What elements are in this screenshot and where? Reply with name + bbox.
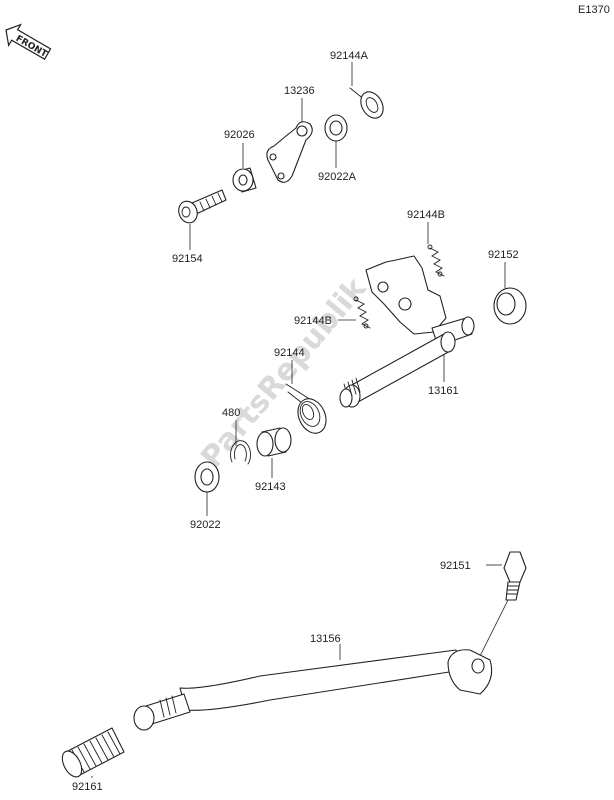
collar-92026	[232, 167, 257, 193]
label-92143: 92143	[255, 481, 286, 493]
diagram-code: E1370	[578, 4, 610, 16]
bushing-92143	[256, 427, 292, 457]
label-92144B-mid: 92144B	[294, 315, 332, 327]
washer-92022	[194, 461, 220, 493]
label-92151: 92151	[440, 560, 471, 572]
label-480: 480	[222, 407, 240, 419]
label-92022: 92022	[190, 519, 221, 531]
label-13236: 13236	[284, 85, 315, 97]
label-92022A: 92022A	[318, 171, 357, 183]
label-13156: 13156	[310, 633, 341, 645]
bolt-92154	[178, 189, 227, 224]
circlip-480	[230, 440, 251, 465]
front-arrow-icon: FRONT	[5, 23, 52, 60]
label-92154: 92154	[172, 253, 203, 265]
pedal-rubber-92161	[61, 727, 125, 778]
seal-92152	[493, 287, 527, 325]
label-92144: 92144	[274, 347, 305, 359]
label-13161: 13161	[428, 385, 459, 397]
shift-lever-13156	[133, 649, 493, 731]
label-92144B-top: 92144B	[407, 209, 445, 221]
spring-92144B-mid	[353, 296, 371, 329]
shift-shaft-13161	[339, 255, 475, 408]
lever-plate-13236	[266, 121, 313, 183]
washer-92022A	[324, 114, 348, 142]
label-92144A: 92144A	[330, 50, 369, 62]
label-92161: 92161	[72, 781, 103, 793]
spring-92144A	[349, 87, 384, 119]
torsion-spring-92144	[285, 383, 327, 434]
bolt-92151	[503, 551, 527, 601]
label-92152: 92152	[488, 249, 519, 261]
spring-92144B-top	[427, 244, 445, 277]
label-92026: 92026	[224, 129, 255, 141]
